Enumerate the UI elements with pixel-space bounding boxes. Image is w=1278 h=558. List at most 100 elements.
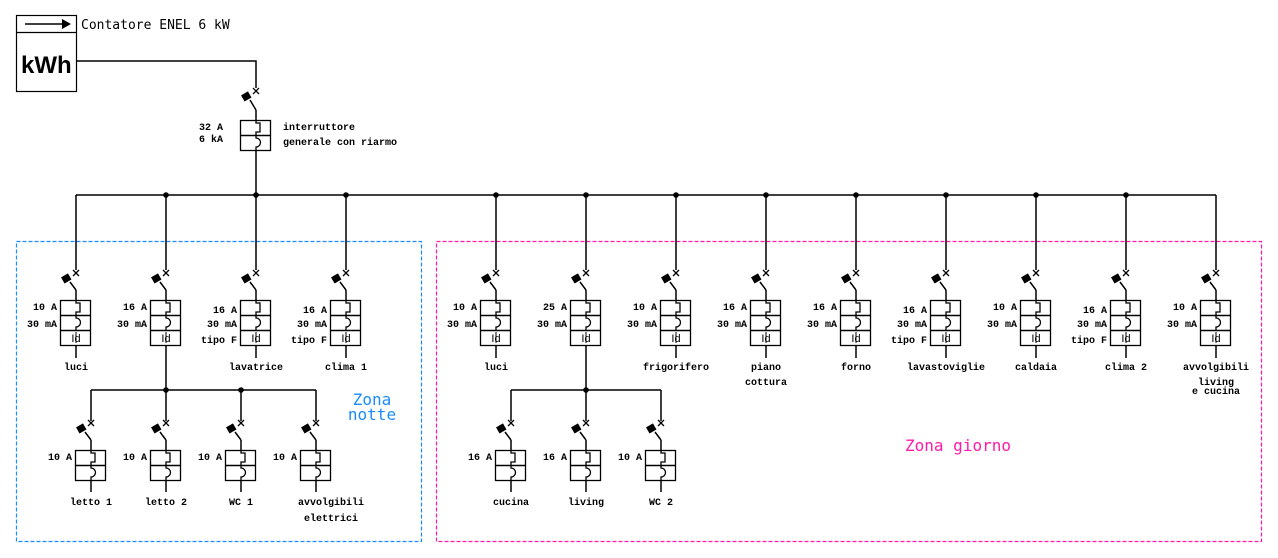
circuit-name: cottura	[745, 378, 787, 389]
contact-x-icon	[672, 269, 680, 277]
magnetic-trip-icon	[675, 315, 682, 330]
breaker-symbol	[224, 419, 257, 482]
magnetic-trip-icon	[90, 465, 97, 480]
circuit-differential: 30 mA	[447, 320, 477, 331]
sub-circuit-name: WC 2	[649, 498, 673, 509]
thermal-trip-icon	[165, 450, 171, 465]
meter-title: Contatore ENEL 6 kW	[81, 18, 230, 33]
contact-x-icon	[657, 419, 665, 427]
thermal-trip-icon	[75, 300, 81, 315]
breaker-symbol: Id	[59, 269, 92, 347]
circuit-differential: 30 mA	[537, 320, 567, 331]
magnetic-trip-icon	[255, 315, 262, 330]
thermal-trip-icon	[90, 450, 96, 465]
contact-x-icon	[252, 269, 260, 277]
zone-notte-boundary	[15, 240, 423, 543]
circuit-differential: 30 mA	[1167, 320, 1197, 331]
contact-x-icon	[162, 419, 170, 427]
switch-icon	[151, 269, 170, 291]
sub-circuit-rating: 10 A	[273, 453, 297, 464]
circuit-rating: 16 A	[1083, 306, 1107, 317]
contact-x-icon	[237, 419, 245, 427]
zone-giorno-boundary	[435, 240, 1263, 543]
circuit-name: living	[1198, 377, 1234, 389]
circuit-differential: 30 mA	[807, 320, 837, 331]
breaker-symbol	[239, 87, 272, 152]
actuator-icon	[661, 273, 672, 284]
breaker-symbol: Id	[839, 269, 872, 347]
contact-x-icon	[87, 419, 95, 427]
main-breaker	[239, 87, 272, 195]
contact-x-icon	[1032, 269, 1040, 277]
sub-circuit-rating: 10 A	[123, 453, 147, 464]
circuit-rating: 10 A	[1173, 303, 1197, 314]
circuit-name: clima 1	[325, 362, 367, 374]
thermal-trip-icon	[585, 300, 591, 315]
sub-circuit-rating: 16 A	[468, 453, 492, 464]
actuator-icon	[571, 273, 582, 284]
sub-circuit-name: elettrici	[304, 513, 358, 525]
actuator-icon	[646, 423, 657, 434]
sub-circuit-name: living	[568, 497, 604, 509]
actuator-icon	[496, 423, 507, 434]
actuator-icon	[151, 273, 162, 284]
circuit-rating: 10 A	[633, 303, 657, 314]
circuit-name: lavastoviglie	[907, 362, 985, 374]
breaker-symbol: Id	[749, 269, 782, 347]
sub-circuit-2: 10 AWC 2	[618, 390, 677, 509]
circuit-rating: 16 A	[723, 303, 747, 314]
contact-x-icon	[582, 269, 590, 277]
thermal-trip-icon	[945, 300, 951, 315]
breaker-symbol	[149, 419, 182, 482]
switch-icon	[841, 269, 860, 291]
switch-icon	[1021, 269, 1040, 291]
actuator-icon	[571, 423, 582, 434]
sub-circuit-rating: 10 A	[198, 453, 222, 464]
circuit-differential: 30 mA	[717, 320, 747, 331]
magnetic-trip-icon	[345, 315, 352, 330]
switch-icon	[1201, 269, 1220, 291]
magnetic-trip-icon	[1125, 315, 1132, 330]
thermal-trip-icon	[855, 300, 861, 315]
switch-icon	[76, 419, 95, 441]
actuator-icon	[1111, 273, 1122, 284]
circuit-type: tipo F	[201, 335, 237, 347]
thermal-trip-icon	[1215, 300, 1221, 315]
circuit-name: luci	[64, 362, 88, 374]
switch-icon	[151, 419, 170, 441]
contact-x-icon	[492, 269, 500, 277]
energy-meter: kWh Contatore ENEL 6 kW	[15, 14, 230, 93]
breaker-symbol: Id	[479, 269, 512, 347]
breaker-symbol: Id	[1109, 269, 1142, 347]
circuit-name: e cucina	[1192, 386, 1240, 398]
switch-icon	[931, 269, 950, 291]
sub-circuit-rating: 10 A	[48, 453, 72, 464]
sub-circuit-name: letto 1	[70, 497, 112, 509]
actuator-icon	[61, 273, 72, 284]
circuit-differential: 30 mA	[297, 320, 327, 331]
circuit-name: avvolgibili	[1183, 362, 1249, 374]
circuit-rating: 10 A	[453, 303, 477, 314]
actuator-icon	[226, 423, 237, 434]
switch-icon	[331, 269, 350, 291]
circuit-name: luci	[484, 362, 508, 374]
circuit-rating: 16 A	[903, 306, 927, 317]
actuator-icon	[841, 273, 852, 284]
magnetic-trip-icon	[165, 465, 172, 480]
actuator-icon	[751, 273, 762, 284]
magnetic-trip-icon	[255, 135, 262, 150]
circuit-type: tipo F	[1071, 335, 1107, 347]
magnetic-trip-icon	[75, 315, 82, 330]
